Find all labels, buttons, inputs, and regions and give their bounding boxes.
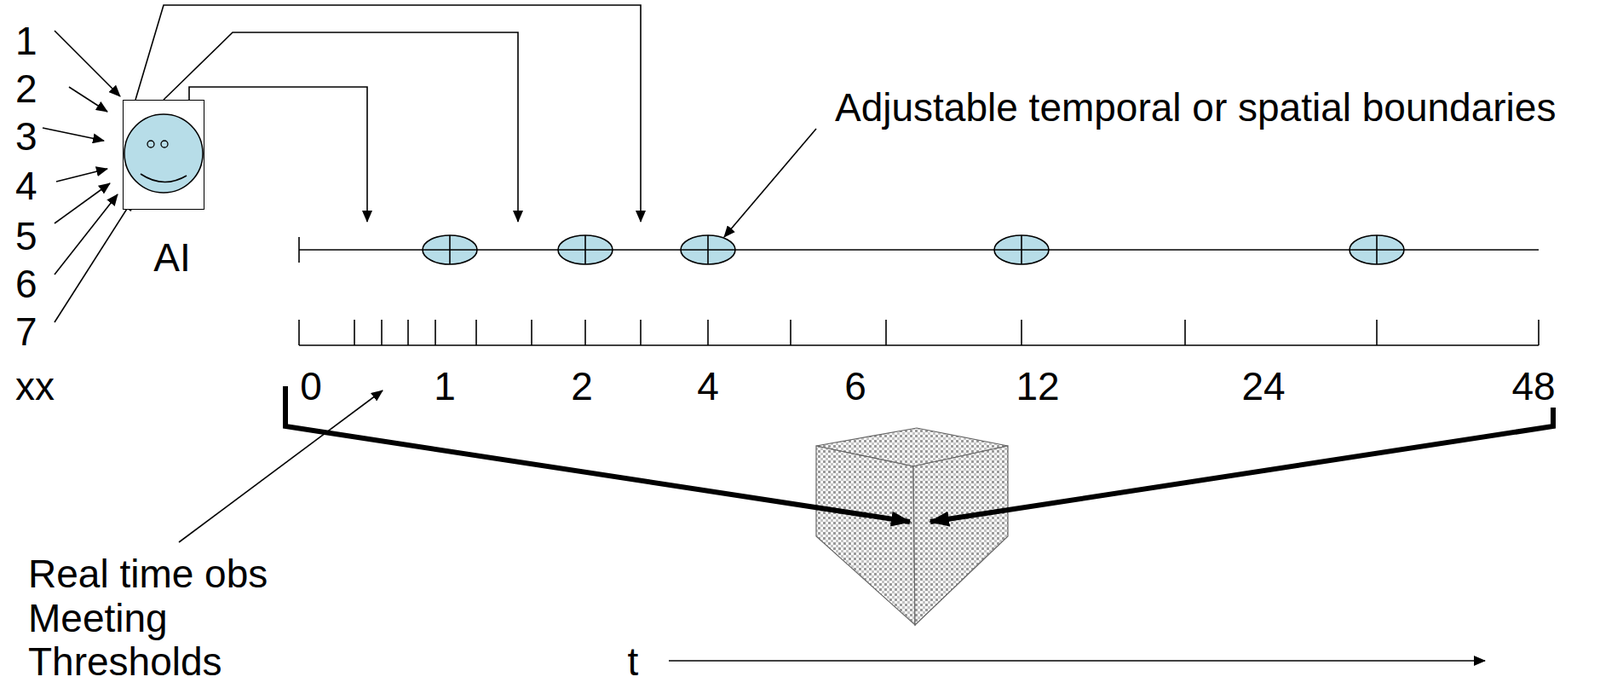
label-holder: 4 [696, 366, 720, 406]
boundary-ellipse [680, 235, 736, 265]
callout-number: 2 [15, 69, 38, 109]
label-holder: 2 [570, 366, 593, 406]
boundary-cross [422, 248, 478, 251]
callout-number: 3 [15, 116, 38, 156]
boundary-marker [1349, 235, 1405, 265]
label-holder: 7 [15, 311, 38, 352]
cube-face [913, 445, 1008, 625]
input-arrow [42, 127, 104, 141]
axis-tick [584, 319, 587, 346]
face-smile [140, 173, 187, 183]
axis-tick [380, 319, 383, 346]
input-arrow [54, 194, 118, 275]
face-eye [161, 140, 168, 148]
label-holder: 1 [15, 21, 38, 61]
label-holder: 5 [15, 216, 38, 256]
axis-tick [1020, 319, 1023, 346]
boundary-marker [558, 235, 613, 265]
boundary-marker [680, 235, 736, 265]
forecast-arrow [163, 32, 518, 222]
time-axis [299, 344, 1539, 346]
node-label: AI [153, 237, 190, 277]
axis-tick [1537, 319, 1540, 346]
callout-number: 6 [15, 264, 38, 304]
axis-title: t [627, 641, 639, 681]
label-holder: 6 [844, 366, 867, 406]
axis-tick [1375, 319, 1378, 346]
input-arrow [54, 30, 121, 97]
boundary-cross [1349, 248, 1405, 251]
input-arrow [56, 168, 108, 182]
input-arrow [54, 199, 133, 323]
label-holder: 24 [1241, 366, 1285, 406]
range-bracket [930, 407, 1554, 522]
data-cube [816, 427, 1008, 625]
axis-tick [407, 319, 409, 346]
boundary-ellipse [1349, 235, 1405, 265]
leader-line [178, 390, 383, 542]
tick-label: 2 [570, 366, 593, 406]
input-arrow [69, 86, 108, 112]
axis-tick [707, 319, 709, 346]
callout-text: Adjustable temporal or spatial boundarie… [834, 87, 1556, 127]
axis-tick [789, 319, 792, 346]
label-holder: 6 [15, 264, 38, 304]
callout-number: 5 [15, 216, 38, 256]
label-holder: 12 [1015, 366, 1059, 406]
axis-tick [353, 319, 356, 346]
axis-tick [1184, 319, 1186, 346]
label-holder: 1 [433, 366, 456, 406]
axis-tick [475, 319, 478, 346]
tick-label: 6 [844, 366, 867, 406]
range-bracket [285, 385, 910, 522]
forecast-arrow [135, 5, 641, 222]
label-holder: 0 [299, 366, 323, 406]
boundary-ellipse [994, 235, 1049, 265]
input-arrow [54, 183, 110, 224]
axis-label: xx [15, 366, 55, 406]
boundary-cross [994, 248, 1049, 251]
axis-tick [885, 319, 887, 346]
ai-agent-box: AI [122, 99, 205, 210]
boundary-ellipse [422, 235, 478, 265]
label-holder: Real time obs Meeting Thresholds [28, 552, 284, 685]
timeline [299, 248, 1539, 251]
leader-line [724, 128, 817, 237]
face-eye [147, 140, 155, 148]
time-arrow [668, 659, 1485, 662]
tick-label: 0 [299, 366, 323, 406]
forecast-arrow [189, 86, 368, 222]
label-holder: t [627, 641, 639, 681]
axis-tick [298, 319, 300, 346]
label-holder: 2 [15, 69, 38, 109]
label-holder: Adjustable temporal or spatial boundarie… [834, 87, 1556, 127]
callout-number: 1 [15, 21, 38, 61]
axis-tick [434, 319, 437, 346]
tick-label: 12 [1015, 366, 1059, 406]
boundary-cross [558, 248, 613, 251]
label-holder: 48 [1511, 366, 1555, 406]
tick-label: 48 [1511, 366, 1555, 406]
tick-label: 24 [1241, 366, 1285, 406]
callout-number: 7 [15, 311, 38, 352]
note-text: Real time obs Meeting Thresholds [28, 552, 284, 685]
label-holder: 4 [15, 166, 38, 206]
smiley-face [123, 100, 206, 211]
node-label-holder: AI [153, 237, 190, 277]
cube-face [816, 445, 916, 625]
boundary-marker [422, 235, 478, 265]
tick-label: 4 [696, 366, 720, 406]
boundary-ellipse [558, 235, 613, 265]
timeline-end-tick [298, 236, 300, 263]
boundary-marker [994, 235, 1049, 265]
label-holder: xx [15, 366, 55, 406]
axis-tick [639, 319, 642, 346]
face-circle [124, 114, 203, 193]
axis-tick [530, 319, 533, 346]
callout-number: 4 [15, 166, 38, 206]
boundary-cross [680, 248, 736, 251]
tick-label: 1 [433, 366, 456, 406]
label-holder: 3 [15, 116, 38, 156]
